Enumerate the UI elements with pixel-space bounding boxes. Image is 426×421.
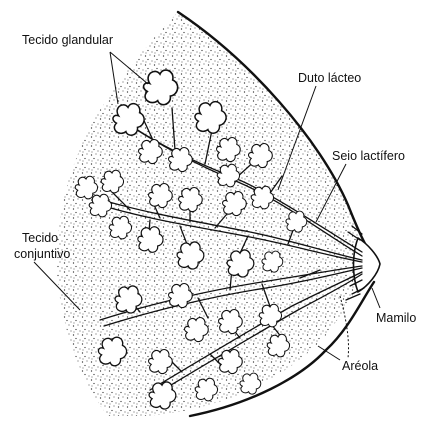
nipple xyxy=(354,238,381,292)
label-lactiferous-sinus: Seio lactífero xyxy=(332,149,405,163)
leader-nipple xyxy=(372,288,380,308)
label-nipple: Mamilo xyxy=(376,311,416,325)
label-connective-tissue-line2: conjuntivo xyxy=(14,247,70,261)
label-milk-duct: Duto lácteo xyxy=(298,71,361,85)
label-connective-tissue-line1: Tecido xyxy=(22,231,58,245)
label-areola: Aréola xyxy=(342,359,378,373)
label-glandular-tissue: Tecido glandular xyxy=(22,33,113,47)
